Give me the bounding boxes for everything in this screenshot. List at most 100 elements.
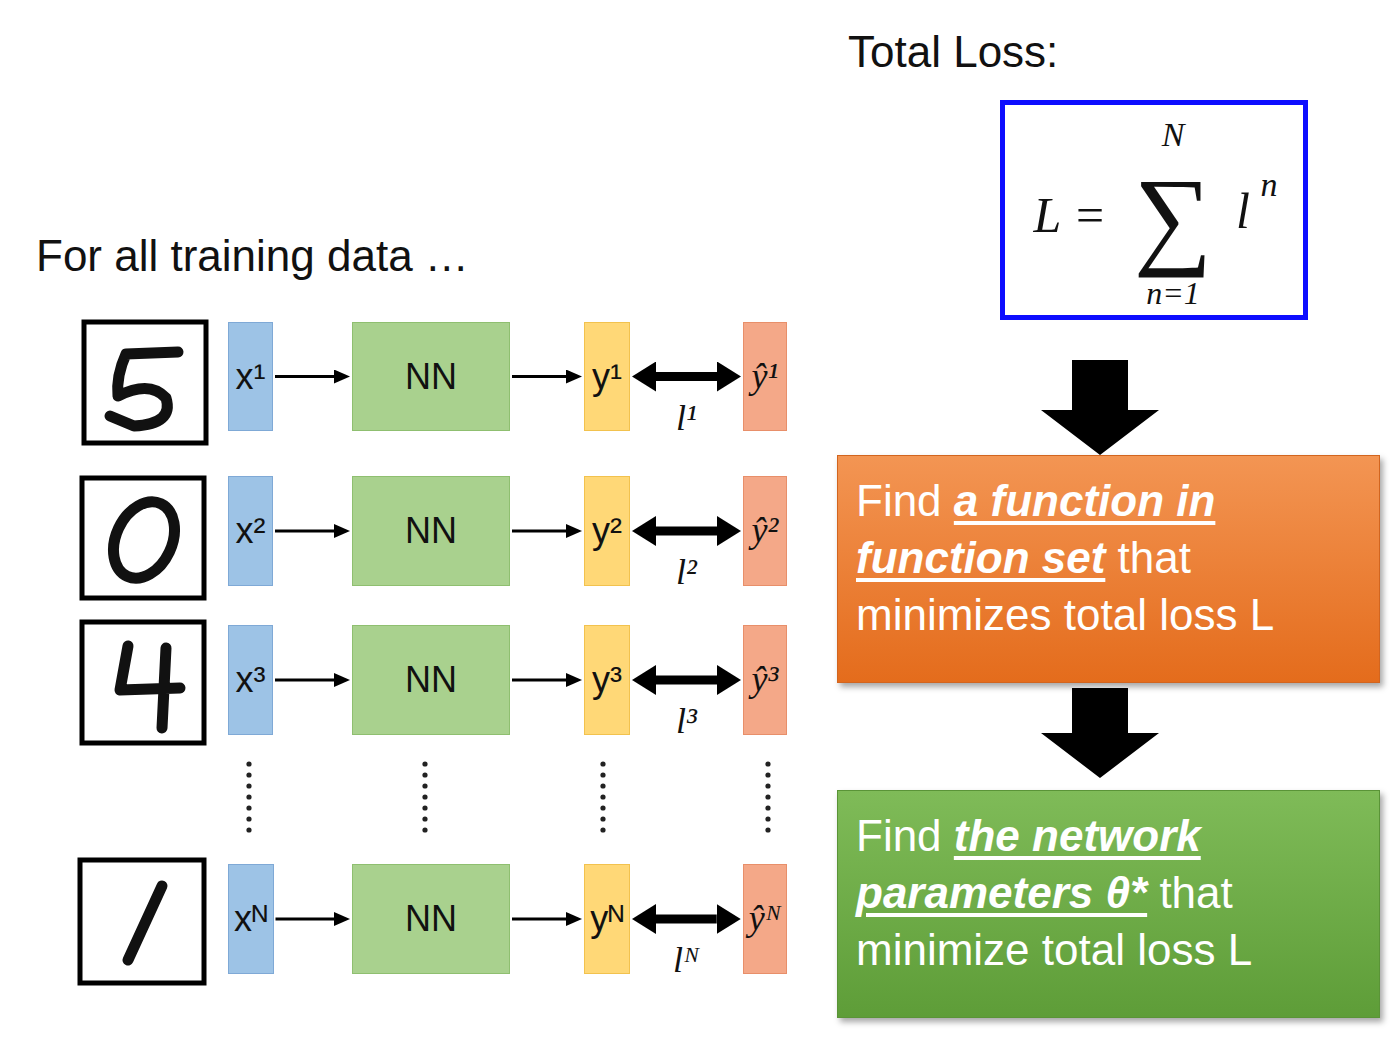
ellipsis-dot [246, 827, 251, 832]
target-vector: ŷ¹ [743, 322, 787, 431]
image-frame [82, 478, 204, 598]
ellipsis-dot [600, 805, 605, 810]
network-box: NN [352, 322, 510, 431]
formula-part: L = [1033, 190, 1106, 240]
ellipsis-dot [765, 805, 770, 810]
box-label: ŷᴺ [749, 899, 782, 939]
image-frame [84, 322, 206, 443]
ellipsis-dot [246, 761, 251, 766]
loss-label: l³ [673, 702, 700, 742]
handwritten-digit [102, 492, 187, 588]
output-vector: y² [584, 476, 630, 586]
handwritten-digit [120, 646, 180, 728]
flow-arrow [512, 918, 566, 921]
digit-1-image [80, 860, 204, 983]
input-vector: x² [228, 476, 273, 586]
network-box: NN [352, 864, 510, 974]
ellipsis-dot [422, 827, 427, 832]
box-label: y¹ [592, 357, 622, 397]
flow-arrow [275, 530, 334, 533]
formula-part: n=1 [1146, 277, 1200, 309]
target-vector: ŷ² [743, 476, 787, 586]
ellipsis-dot [246, 794, 251, 799]
section-heading: For all training data … [36, 231, 469, 281]
formula-part: N [1162, 118, 1185, 152]
ellipsis-dot [246, 816, 251, 821]
flow-arrow [276, 918, 335, 921]
target-vector: ŷ³ [743, 625, 787, 735]
input-vector: x¹ [228, 322, 273, 431]
network-box: NN [352, 625, 510, 735]
box-label: x² [236, 511, 266, 551]
ellipsis-dot [600, 827, 605, 832]
block-arrow [1041, 360, 1159, 455]
box-label: xᴺ [234, 899, 268, 939]
image-frame [82, 622, 204, 743]
formula-part: ∑ [1134, 162, 1212, 272]
output-vector: yᴺ [584, 864, 630, 974]
box-label: x³ [236, 660, 266, 700]
flow-arrow [275, 679, 334, 682]
ellipsis-dot [600, 816, 605, 821]
ellipsis-dot [600, 772, 605, 777]
formula-box: L = ∑ Nn=1 ln [1000, 100, 1308, 320]
box-label: NN [405, 357, 457, 397]
box-label: NN [405, 511, 457, 551]
ellipsis-dot [422, 783, 427, 788]
box-label: yᴺ [590, 899, 624, 939]
ellipsis-dot [600, 783, 605, 788]
loss-arrow [656, 372, 717, 381]
ellipsis-dot [422, 816, 427, 821]
step-text: Find [856, 476, 942, 525]
image-frame [80, 860, 204, 983]
flow-arrow [512, 375, 566, 378]
input-vector: xᴺ [228, 864, 274, 974]
ellipsis-dot [246, 783, 251, 788]
ellipsis-dot [765, 827, 770, 832]
target-vector: ŷᴺ [743, 864, 788, 974]
block-arrow [1041, 688, 1159, 778]
flow-arrow [512, 530, 566, 533]
digit-5-image [84, 322, 206, 443]
box-label: ŷ³ [752, 660, 779, 700]
box-label: ŷ² [752, 511, 779, 551]
loss-arrow [656, 527, 717, 536]
ellipsis-dot [246, 805, 251, 810]
digit-4-image [82, 622, 204, 743]
output-vector: y³ [584, 625, 630, 735]
ellipsis-dot [765, 816, 770, 821]
box-label: NN [405, 899, 457, 939]
loss-label: l² [673, 553, 700, 593]
ellipsis-dot [765, 794, 770, 799]
ellipsis-dot [422, 794, 427, 799]
ellipsis-dot [600, 794, 605, 799]
box-label: y³ [592, 660, 622, 700]
ellipsis-dots [246, 761, 770, 832]
box-label: x¹ [236, 357, 266, 397]
box-label: y² [592, 511, 622, 551]
loss-arrow [656, 915, 717, 924]
step-text: Find [856, 811, 942, 860]
loss-arrow [656, 676, 717, 685]
ellipsis-dot [600, 761, 605, 766]
ellipsis-dot [422, 761, 427, 766]
handwritten-digit [110, 352, 178, 426]
output-vector: y¹ [584, 322, 630, 431]
input-vector: x³ [228, 625, 273, 735]
ellipsis-dot [422, 805, 427, 810]
handwritten-digit [128, 886, 162, 960]
formula-heading: Total Loss: [848, 27, 1058, 77]
loss-label: lᴺ [670, 941, 703, 981]
ellipsis-dot [765, 761, 770, 766]
formula-part: n [1261, 168, 1278, 202]
step-box: Find the network parameters θ* that mini… [837, 790, 1380, 1018]
network-box: NN [352, 476, 510, 586]
ellipsis-dot [765, 772, 770, 777]
flow-arrow [512, 679, 566, 682]
box-label: NN [405, 660, 457, 700]
formula-part: l [1236, 186, 1250, 236]
step-box: Find a function in function set that min… [837, 455, 1380, 683]
loss-label: l¹ [673, 399, 700, 439]
box-label: ŷ¹ [752, 357, 779, 397]
